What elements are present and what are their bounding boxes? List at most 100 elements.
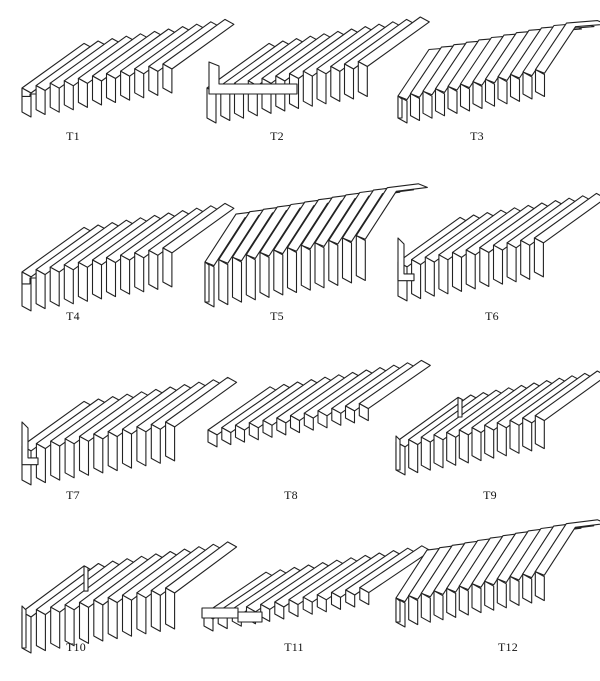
bellows-t2 — [206, 16, 430, 124]
fold-side — [420, 592, 431, 623]
fold-side — [484, 424, 495, 459]
fold-side — [288, 599, 299, 618]
fold-side — [316, 68, 327, 105]
fold-side — [359, 587, 370, 606]
fold-side — [148, 249, 159, 290]
fold-side — [77, 261, 88, 302]
end-leg-rear — [83, 565, 89, 592]
fold-side — [300, 244, 311, 291]
bellows-t8 — [207, 359, 431, 448]
fold-side — [496, 578, 507, 609]
fold-side — [207, 429, 218, 448]
fold-side — [50, 440, 61, 481]
end-c-frame — [21, 421, 39, 466]
fold-side — [245, 254, 256, 301]
fold-slat — [355, 183, 428, 240]
fold-side — [21, 271, 32, 312]
fold-side — [534, 415, 545, 450]
label-t9: T9 — [483, 488, 497, 502]
fold-side — [522, 71, 533, 100]
fold-side — [105, 73, 117, 104]
fold-side — [344, 405, 356, 424]
fold-side — [422, 90, 433, 119]
end-box-frame — [208, 61, 298, 95]
fold-side — [148, 65, 159, 96]
fold-side — [424, 256, 435, 297]
end-leg — [395, 435, 401, 471]
fold-side — [447, 85, 458, 114]
label-t3: T3 — [470, 129, 484, 143]
fold-side — [458, 429, 469, 464]
fold-side — [446, 431, 457, 466]
fold-side — [35, 269, 46, 310]
fold-side — [341, 237, 353, 284]
fold-side — [134, 252, 145, 293]
fold-side — [533, 237, 544, 278]
fold-side — [21, 87, 32, 118]
fold-side — [35, 609, 46, 652]
fold-side — [303, 412, 314, 431]
fold-side — [289, 415, 301, 434]
fold-side — [479, 247, 490, 288]
fold-side — [509, 73, 521, 102]
fold-side — [358, 403, 369, 422]
fold-side — [317, 410, 328, 429]
end-leg — [204, 261, 210, 303]
label-t8: T8 — [284, 488, 298, 502]
fold-side — [509, 419, 520, 454]
fold-slat — [328, 188, 401, 245]
fold-side — [218, 259, 229, 306]
fold-slat — [341, 185, 415, 243]
fold-side — [434, 88, 446, 117]
fold-side — [471, 427, 482, 462]
bellows-t1 — [21, 18, 235, 118]
fold-side — [314, 242, 325, 289]
fold-side — [328, 239, 339, 286]
fold-side — [78, 435, 90, 476]
fold-side — [465, 249, 476, 290]
fold-side — [136, 592, 147, 635]
fold-side — [274, 601, 285, 620]
fold-side — [522, 573, 533, 604]
bellows-t11 — [201, 545, 432, 632]
fold-side — [355, 235, 366, 282]
fold-side — [534, 69, 546, 98]
end-leg-rear — [457, 396, 463, 418]
bellows-t10 — [21, 541, 238, 654]
fold-side — [520, 239, 531, 280]
fold-side — [150, 423, 161, 464]
label-t12: T12 — [498, 640, 518, 654]
fold-side — [259, 251, 270, 298]
fold-side — [262, 419, 273, 438]
fold-side — [91, 259, 103, 300]
fold-side — [91, 75, 103, 106]
label-t1: T1 — [66, 129, 80, 143]
end-tab — [201, 607, 239, 619]
fold-side — [302, 70, 313, 107]
fold-side — [231, 256, 243, 303]
bellows-t7 — [21, 376, 238, 486]
fold-side — [121, 594, 133, 637]
bellows-t4 — [21, 202, 235, 312]
fold-side — [162, 63, 173, 94]
fold-side — [302, 596, 313, 615]
bellows-t5 — [204, 183, 428, 308]
fold-side — [433, 434, 444, 469]
fold-side — [120, 254, 131, 295]
label-t10: T10 — [66, 640, 86, 654]
fold-side — [411, 259, 422, 300]
fold-side — [331, 407, 342, 426]
fold-side — [459, 83, 471, 112]
bellows-t6 — [397, 192, 600, 302]
fold-side — [446, 587, 457, 618]
fold-side — [409, 93, 421, 122]
fold-side — [286, 247, 298, 294]
end-c-frame — [397, 237, 415, 282]
fold-side — [273, 249, 284, 296]
fold-side — [492, 244, 504, 285]
fold-side — [506, 242, 517, 283]
fold-side — [165, 587, 176, 630]
fold-side — [93, 599, 104, 642]
fold-side — [471, 583, 482, 614]
